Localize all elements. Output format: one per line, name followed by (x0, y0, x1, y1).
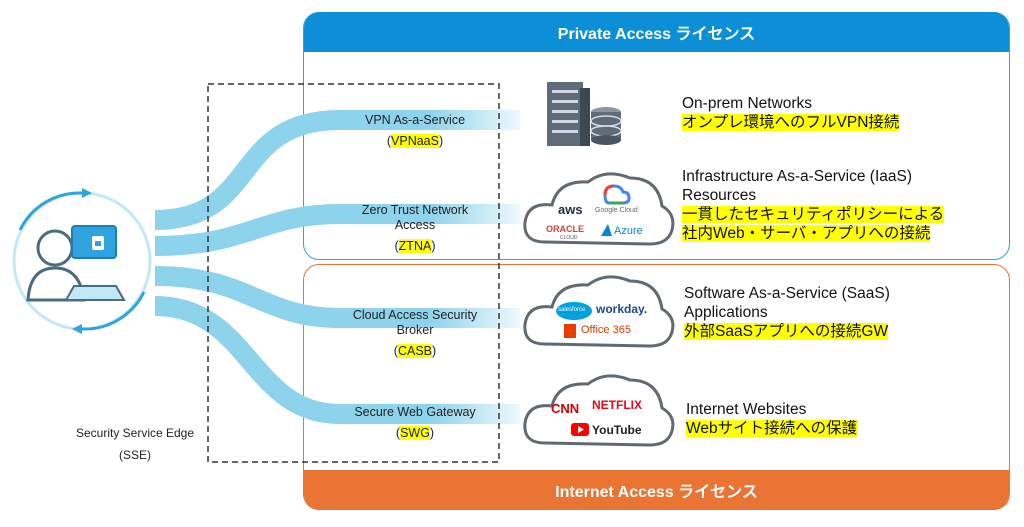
user-laptop-icon (12, 188, 152, 334)
flow-line-ztna (154, 204, 520, 256)
azure-logo: Azure (614, 225, 643, 237)
destination-note-line2: 社内Web・サーバ・アプリへの接続 (682, 225, 931, 242)
youtube-logo: YouTube (592, 423, 642, 437)
destination-note: Webサイト接続への保護 (686, 420, 858, 437)
service-name-line2: Access (394, 218, 436, 232)
service-name: VPN As-a-Service (364, 113, 466, 127)
destination-note: オンプレ環境へのフルVPN接続 (682, 114, 900, 131)
sse-dashed-box (207, 83, 500, 463)
destination-title: Internet Websites (686, 401, 807, 418)
cloud-icon-iaas (523, 172, 675, 246)
service-ztna: Zero Trust Network Access (ZTNA) (350, 203, 480, 254)
building-server-icon (547, 82, 622, 146)
google-cloud-icon (603, 184, 631, 205)
internet-access-banner: Internet Access ライセンス (304, 470, 1009, 510)
cloud-icon-saas (523, 275, 675, 348)
sse-label: Security Service Edge (SSE) (60, 422, 210, 466)
destination-title: Software As-a-Service (SaaS) (684, 285, 890, 302)
destination-web: Internet Websites Webサイト接続への保護 (686, 400, 858, 438)
service-abbr: (ZTNA) (394, 239, 436, 253)
service-name: Zero Trust Network (361, 203, 469, 217)
workday-logo: workday. (596, 302, 648, 316)
netflix-logo: NETFLIX (592, 398, 642, 412)
destination-saas: Software As-a-Service (SaaS) Application… (684, 284, 890, 341)
service-name: Secure Web Gateway (354, 405, 476, 419)
oracle-cloud-label: CLOUD (560, 235, 578, 241)
destination-title: On-prem Networks (682, 95, 813, 112)
flow-line-swg (154, 296, 520, 424)
private-access-banner: Private Access ライセンス (304, 12, 1009, 52)
office-365-icon (564, 324, 576, 338)
salesforce-logo: salesforce (558, 307, 586, 313)
private-access-title: Private Access ライセンス (557, 26, 756, 43)
private-access-panel: Private Access ライセンス (303, 12, 1010, 260)
service-abbr: (VPNaaS) (386, 134, 444, 148)
destination-note: 外部SaaSアプリへの接続GW (684, 323, 889, 340)
service-swg: Secure Web Gateway (SWG) (350, 405, 480, 441)
oracle-logo: ORACLE (546, 224, 584, 234)
destination-onprem: On-prem Networks オンプレ環境へのフルVPN接続 (682, 94, 900, 132)
destination-iaas: Infrastructure As-a-Service (IaaS) Resou… (682, 167, 945, 243)
azure-icon (601, 224, 612, 236)
flow-line-casb (154, 266, 520, 328)
destination-title-line2: Resources (682, 187, 757, 204)
internet-access-panel: Internet Access ライセンス (303, 264, 1010, 510)
destination-title-line2: Applications (684, 304, 768, 321)
salesforce-icon (556, 302, 592, 320)
youtube-icon (571, 423, 589, 436)
service-abbr: (CASB) (393, 344, 437, 358)
google-cloud-logo: Google Cloud (595, 207, 638, 214)
cloud-icon-web (523, 374, 675, 447)
office-365-logo: Office 365 (581, 324, 631, 336)
service-name-line2: Broker (396, 323, 434, 337)
service-vpnaas: VPN As-a-Service (VPNaaS) (350, 113, 480, 149)
destination-note: 一貫したセキュリティポリシーによる (682, 206, 945, 223)
cnn-logo: CNN (551, 401, 580, 416)
service-casb: Cloud Access Security Broker (CASB) (350, 308, 480, 359)
sse-label-line2: (SSE) (118, 448, 151, 462)
flow-line-vpnaas (154, 110, 520, 230)
service-abbr: (SWG) (395, 426, 435, 440)
destination-title: Infrastructure As-a-Service (IaaS) (682, 168, 912, 185)
sse-label-line1: Security Service Edge (75, 426, 195, 440)
aws-logo: aws (558, 202, 583, 217)
service-name: Cloud Access Security (352, 308, 478, 322)
internet-access-title: Internet Access ライセンス (555, 484, 758, 501)
